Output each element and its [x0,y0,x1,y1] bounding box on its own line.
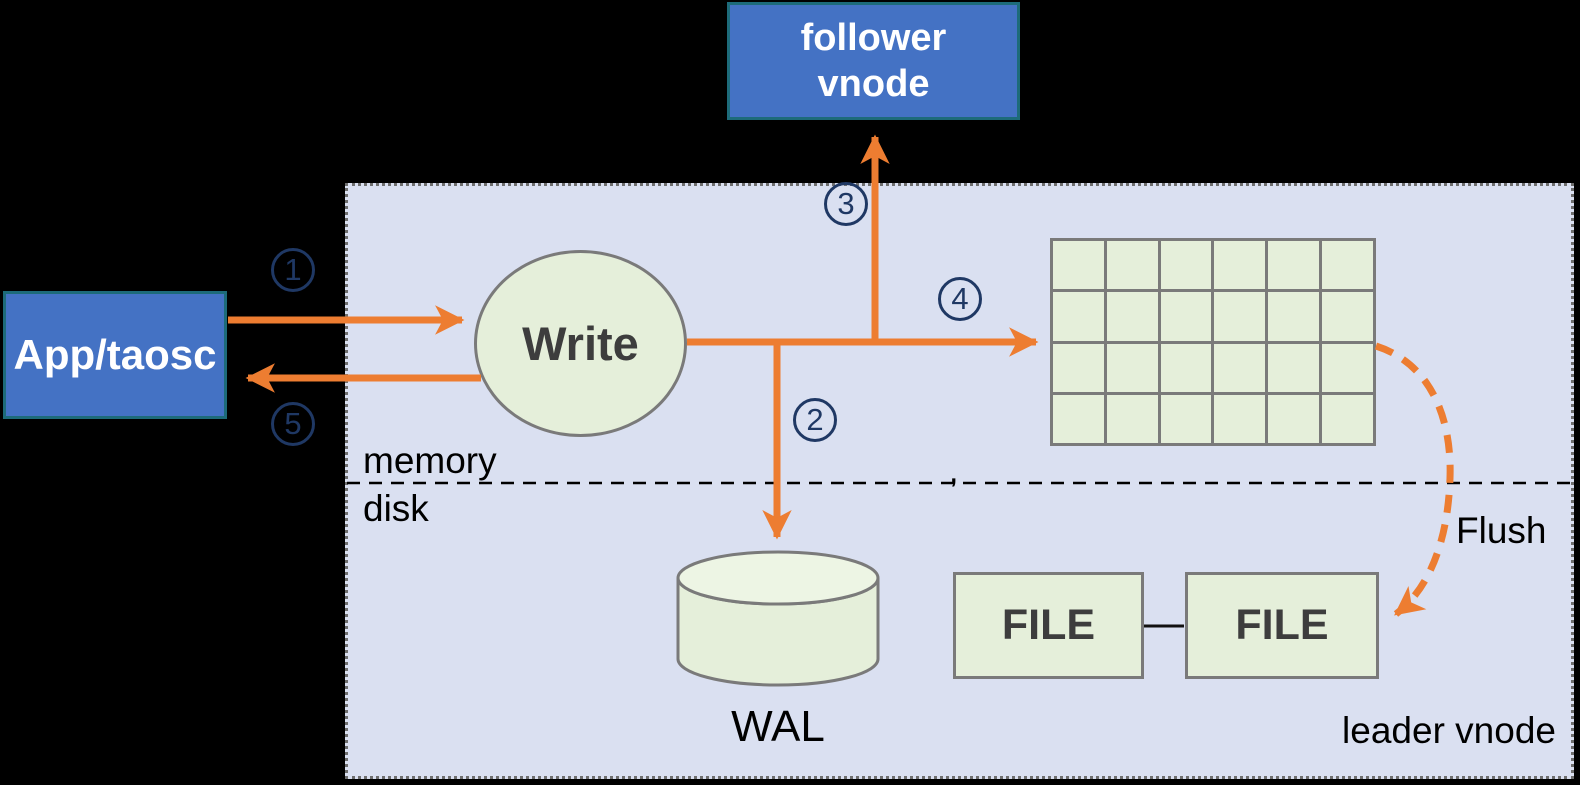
file-node-1: FILE [953,572,1144,679]
divider-mark: , [949,452,959,490]
memtable-cell [1160,241,1212,290]
app-taosc-node: App/taosc [3,291,227,419]
step-badge-1-number: 1 [284,252,302,287]
step-badge-3-number: 3 [837,186,855,221]
memtable-cell [1160,394,1212,443]
memtable-cell [1160,292,1212,341]
memtable-cell [1160,343,1212,392]
memtable-cell [1268,292,1320,341]
memtable-cell [1268,241,1320,290]
app-taosc-label: App/taosc [13,331,217,378]
memtable-cell [1106,241,1158,290]
leader-vnode-label: leader vnode [1342,710,1556,751]
memtable-cell [1322,343,1373,392]
step-badge-2: 2 [793,398,837,442]
memtable-grid [1050,238,1376,446]
follower-vnode-label-line2: vnode [817,63,930,105]
step-badge-1: 1 [271,248,315,292]
file-node-2-label: FILE [1235,601,1329,649]
memory-label: memory [363,440,497,481]
flush-label: Flush [1456,510,1547,551]
memtable-cell [1214,241,1266,290]
memtable-cell [1106,394,1158,443]
memtable-cell [1322,292,1373,341]
step-badge-4: 4 [938,277,982,321]
memtable-cell [1106,343,1158,392]
memtable-cell [1268,343,1320,392]
disk-label: disk [363,488,429,529]
memtable-cell [1106,292,1158,341]
memtable-cell [1214,343,1266,392]
memtable-cell [1053,292,1104,341]
write-node: Write [474,250,687,437]
memtable-cell [1053,394,1104,443]
memtable-cell [1322,394,1373,443]
write-label: Write [522,317,639,370]
follower-vnode-node: follower vnode [727,2,1020,120]
follower-vnode-label-line1: follower [800,16,947,59]
step-badge-2-number: 2 [806,402,824,437]
memtable-cell [1214,394,1266,443]
file-node-2: FILE [1185,572,1379,679]
step-badge-5: 5 [271,402,315,446]
step-badge-3: 3 [824,182,868,226]
step-badge-5-number: 5 [284,406,302,441]
memtable-cell [1268,394,1320,443]
memtable-cell [1322,241,1373,290]
memtable-cell [1053,343,1104,392]
wal-label: WAL [731,702,825,751]
memtable-cell [1053,241,1104,290]
memtable-cell [1214,292,1266,341]
file-node-1-label: FILE [1001,601,1096,649]
step-badge-4-number: 4 [951,281,969,316]
